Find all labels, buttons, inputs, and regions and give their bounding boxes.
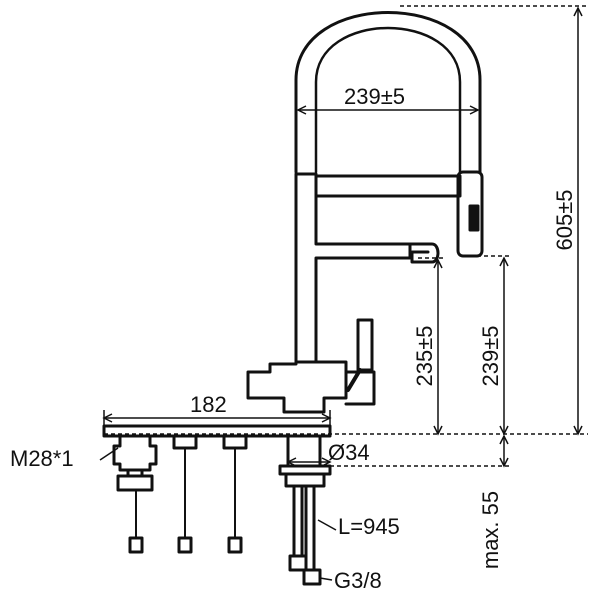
supply-hose-left — [288, 484, 308, 572]
label-connection: G3/8 — [334, 568, 382, 593]
center-mount-flange — [278, 464, 332, 476]
label-spout-width: 239±5 — [344, 84, 405, 109]
leader-connection — [319, 577, 333, 581]
base-plate — [102, 424, 332, 438]
lever-joint — [346, 368, 362, 392]
label-hose-length: L=945 — [338, 514, 400, 539]
label-max-depth: max. 55 — [478, 491, 503, 569]
label-thread: M28*1 — [10, 446, 74, 471]
spring-spout-outer — [294, 11, 482, 174]
center-mount-nut — [284, 472, 326, 488]
mounting-nut — [112, 434, 158, 472]
spring-spout-inner — [314, 26, 462, 174]
lower-spout-nozzle — [408, 242, 440, 264]
label-mount-diameter: Ø34 — [328, 440, 370, 465]
faucet-body — [246, 360, 348, 414]
spray-button — [468, 204, 480, 232]
supply-hose-right — [302, 484, 322, 586]
faucet-column — [294, 172, 412, 364]
mounting-washer — [116, 474, 154, 492]
lever-handle — [356, 318, 374, 372]
wire-left — [128, 489, 144, 554]
wire-middle — [172, 434, 198, 554]
leader-hose-length — [317, 519, 337, 531]
wire-right — [222, 434, 248, 554]
label-total-height: 605±5 — [552, 189, 577, 250]
label-base-plate-width: 182 — [190, 392, 227, 417]
leader-thread — [99, 447, 119, 461]
spout-arm — [314, 174, 462, 198]
label-spray-height: 239±5 — [478, 325, 503, 386]
label-lower-spout-height: 235±5 — [412, 325, 437, 386]
